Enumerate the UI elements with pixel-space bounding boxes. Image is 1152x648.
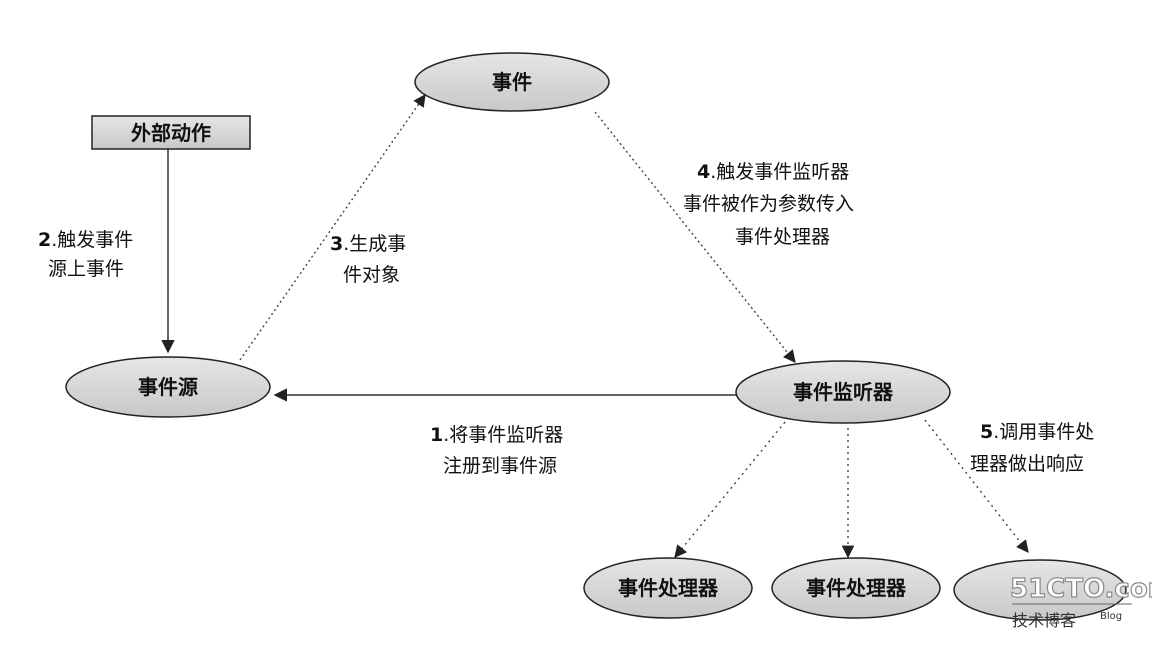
node-handler-2-label: 事件处理器 <box>806 576 907 600</box>
watermark-brand: 51CTO.com <box>1010 574 1152 604</box>
watermark: 51CTO.com 技术博客 Blog <box>1009 573 1152 630</box>
step-2-line1: 触发事件 <box>57 229 133 251</box>
label-step-3: 3.生成事 件对象 <box>330 233 406 286</box>
node-event-listener-label: 事件监听器 <box>793 380 894 404</box>
step-2-num: 2 <box>38 229 51 251</box>
step-1-num: 1 <box>430 424 443 446</box>
label-step-5: 5.调用事件处 理器做出响应 <box>970 421 1094 475</box>
step-1-line2: 注册到事件源 <box>443 455 557 477</box>
step-4-line1: 触发事件监听器 <box>716 161 849 183</box>
svg-text:4.触发事件监听器: 4.触发事件监听器 <box>697 161 849 183</box>
svg-text:3.生成事: 3.生成事 <box>330 233 406 255</box>
node-external-action-label: 外部动作 <box>131 121 211 145</box>
edge-event-to-listener <box>594 111 796 363</box>
node-event: 事件 <box>414 52 610 112</box>
node-event-listener: 事件监听器 <box>735 360 951 424</box>
step-2-line2: 源上事件 <box>48 258 124 280</box>
svg-text:5.调用事件处: 5.调用事件处 <box>980 421 1094 443</box>
node-handler-2: 事件处理器 <box>771 557 941 619</box>
node-event-source: 事件源 <box>65 356 271 418</box>
step-4-line3: 事件处理器 <box>735 226 830 248</box>
watermark-sub: 技术博客 <box>1012 611 1076 630</box>
step-4-num: 4 <box>697 161 710 183</box>
step-3-line2: 件对象 <box>343 264 400 286</box>
node-event-label: 事件 <box>492 70 532 94</box>
step-4-line2: 事件被作为参数传入 <box>683 193 854 215</box>
label-step-1: 1.将事件监听器 注册到事件源 <box>430 424 563 477</box>
svg-text:2.触发事件: 2.触发事件 <box>38 229 133 251</box>
step-1-line1: 将事件监听器 <box>449 424 563 446</box>
label-step-4: 4.触发事件监听器 事件被作为参数传入 事件处理器 <box>683 161 854 248</box>
step-5-line1: 调用事件处 <box>999 421 1094 443</box>
node-handler-1: 事件处理器 <box>583 557 753 619</box>
node-handler-3 <box>953 559 1127 621</box>
edge-listener-to-handler-3 <box>924 419 1029 553</box>
node-external-action: 外部动作 <box>91 115 251 150</box>
node-event-source-label: 事件源 <box>138 375 198 399</box>
step-5-line2: 理器做出响应 <box>970 453 1084 475</box>
node-handler-1-label: 事件处理器 <box>618 576 719 600</box>
svg-text:1.将事件监听器: 1.将事件监听器 <box>430 424 563 446</box>
edge-source-to-event <box>239 93 426 361</box>
watermark-blog: Blog <box>1100 611 1122 622</box>
step-5-num: 5 <box>980 421 993 443</box>
edge-listener-to-handler-1 <box>674 421 786 558</box>
step-3-num: 3 <box>330 233 343 255</box>
step-3-line1: 生成事 <box>349 233 406 255</box>
label-step-2: 2.触发事件 源上事件 <box>38 229 133 280</box>
